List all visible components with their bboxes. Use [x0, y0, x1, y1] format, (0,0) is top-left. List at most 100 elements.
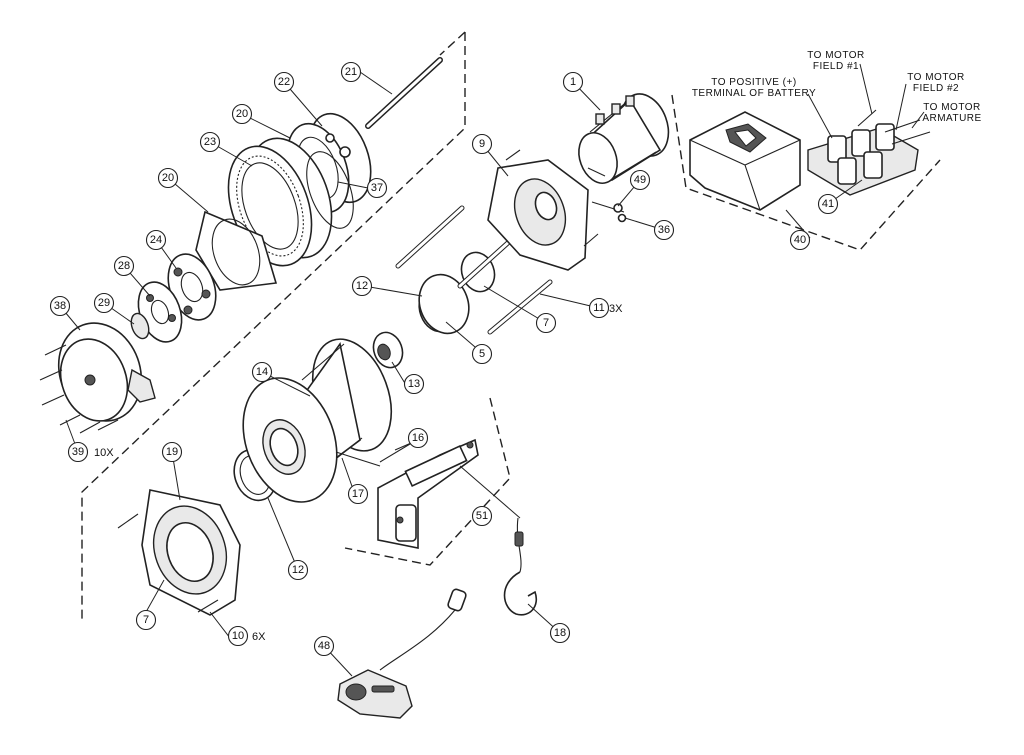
part-13-bushing: [372, 331, 404, 369]
part-37-housing-ring: [306, 151, 354, 229]
callout-39: 39: [67, 441, 89, 463]
part-14-cable-drum: [242, 338, 393, 503]
svg-text:23: 23: [204, 136, 216, 148]
callout-17: 17: [347, 483, 369, 505]
part-20-gasket: [195, 210, 278, 291]
callout-24: 24: [145, 229, 167, 251]
svg-text:17: 17: [352, 488, 364, 500]
callout-48: 48: [313, 635, 335, 657]
callout-9: 9: [471, 133, 493, 155]
callout-13: 13: [403, 373, 425, 395]
svg-text:16: 16: [412, 432, 424, 444]
wiring-notes: TO MOTOR FIELD #1 TO POSITIVE (+) TERMIN…: [692, 50, 981, 124]
part-39-housing-bolts: [39, 344, 119, 434]
svg-text:10: 10: [232, 630, 244, 642]
part-41-contactor-assembly: [807, 109, 931, 196]
svg-text:13: 13: [408, 378, 420, 390]
svg-text:29: 29: [98, 297, 110, 309]
svg-text:49: 49: [634, 174, 646, 186]
part-18-hook-assembly: [503, 517, 537, 616]
part-51-roller-fairlead: [377, 438, 479, 549]
callout-14: 14: [251, 361, 273, 383]
part-38-end-housing: [57, 322, 156, 422]
gear-housing-group-boundary: [81, 31, 466, 620]
callout-20-upper: 20: [231, 103, 253, 125]
part-1-motor: [578, 93, 670, 184]
svg-text:39: 39: [72, 446, 84, 458]
svg-text:11: 11: [593, 302, 604, 314]
svg-text:38: 38: [54, 300, 66, 312]
leader-lines: [59, 63, 925, 677]
callout-22: 22: [273, 71, 295, 93]
callout-7-upper: 7: [535, 312, 557, 334]
svg-text:24: 24: [150, 234, 162, 246]
callout-12-upper: 12: [351, 275, 373, 297]
svg-text:5: 5: [479, 348, 485, 360]
part-17-pin: [335, 451, 381, 467]
callout-49: 49: [629, 169, 651, 191]
svg-text:7: 7: [143, 614, 149, 626]
note-field1-line1: TO MOTOR: [807, 50, 865, 61]
svg-text:20: 20: [162, 172, 174, 184]
callout-28: 28: [113, 255, 135, 277]
svg-text:7: 7: [543, 317, 549, 329]
callout-40: 40: [789, 229, 811, 251]
svg-text:9: 9: [479, 138, 485, 150]
part-21-drive-shaft: [365, 57, 443, 129]
part-49-36-terminal-hardware: [591, 201, 627, 223]
svg-text:12: 12: [292, 564, 304, 576]
part-40-control-box-cover: [689, 111, 801, 211]
part-10-bolts: [117, 513, 219, 613]
svg-text:51: 51: [476, 510, 488, 522]
callout-11: 11: [588, 297, 610, 319]
callout-16: 16: [407, 427, 429, 449]
callout-36: 36: [653, 219, 675, 241]
part-29-sun-gear: [130, 312, 150, 340]
note-field2-line1: TO MOTOR: [907, 72, 965, 83]
qty-11: 3X: [609, 303, 623, 315]
callout-20-lower: 20: [157, 167, 179, 189]
callout-41: 41: [817, 193, 839, 215]
note-field2-line2: FIELD #2: [913, 83, 959, 94]
callout-21: 21: [340, 61, 362, 83]
callout-5: 5: [471, 343, 493, 365]
svg-text:20: 20: [236, 108, 248, 120]
callout-7-lower: 7: [135, 609, 157, 631]
svg-text:19: 19: [166, 446, 178, 458]
callout-23: 23: [199, 131, 221, 153]
callout-12-lower: 12: [287, 559, 309, 581]
note-field1-line2: FIELD #1: [813, 61, 859, 72]
qty-39: 10X: [94, 447, 114, 459]
svg-text:12: 12: [356, 280, 368, 292]
callout-10: 10: [227, 625, 249, 647]
fairlead-group-boundary: [344, 397, 511, 566]
svg-text:37: 37: [371, 182, 383, 194]
qty-10: 6X: [252, 631, 266, 643]
note-battery-line2: TERMINAL OF BATTERY: [692, 88, 816, 99]
note-armature-line1: TO MOTOR: [923, 102, 981, 113]
svg-text:48: 48: [318, 640, 330, 652]
svg-text:22: 22: [278, 76, 290, 88]
part-12-bushing-ring-upper: [418, 273, 470, 335]
part-48-remote-control: [337, 588, 467, 719]
svg-text:28: 28: [118, 260, 130, 272]
control-box-group-boundary: [671, 94, 941, 251]
callout-37: 37: [366, 177, 388, 199]
svg-text:21: 21: [345, 66, 357, 78]
part-24-planet-gear-set: [167, 253, 217, 321]
note-armature-line2: ARMATURE: [922, 113, 981, 124]
svg-text:41: 41: [822, 198, 834, 210]
part-19-bearing-housing: [141, 489, 241, 616]
svg-text:18: 18: [554, 627, 566, 639]
part-9-motor-end-housing: [487, 149, 599, 271]
callout-29: 29: [93, 292, 115, 314]
note-battery-line1: TO POSITIVE (+): [711, 77, 796, 88]
callout-19: 19: [161, 441, 183, 463]
svg-text:1: 1: [570, 76, 576, 88]
svg-text:36: 36: [658, 224, 670, 236]
callout-18: 18: [549, 622, 571, 644]
callout-38: 38: [49, 295, 71, 317]
callout-51: 51: [471, 505, 493, 527]
